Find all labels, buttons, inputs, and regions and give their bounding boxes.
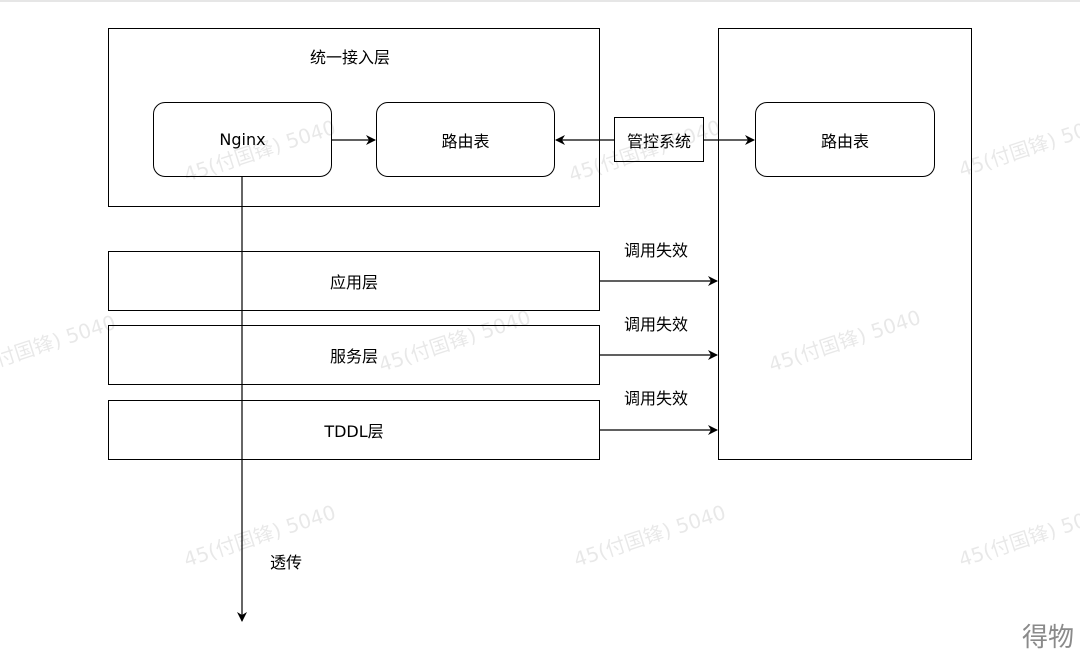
nginx-label: Nginx [219,130,266,149]
route-table-label-right: 路由表 [820,131,869,151]
tddl-layer-box: TDDL层 [108,400,600,460]
right-panel-box [718,28,972,460]
access-layer-title: 统一接入层 [310,48,391,67]
call-failure-label-3: 调用失效 [624,389,689,408]
application-layer-label: 应用层 [329,273,378,292]
service-layer-box: 服务层 [108,325,600,385]
top-border-line [0,0,1080,2]
service-layer-label: 服务层 [329,347,378,366]
control-system-node: 管控系统 [614,117,704,162]
control-system-label: 管控系统 [626,131,691,151]
route-table-node-left: 路由表 [376,102,555,177]
application-layer-box: 应用层 [108,251,600,311]
route-table-label-left: 路由表 [441,131,490,151]
tddl-layer-label: TDDL层 [324,422,384,441]
call-failure-label-1: 调用失效 [624,241,689,260]
brand-watermark: 得物 [1021,623,1074,653]
passthrough-label: 透传 [270,553,303,572]
call-failure-label-2: 调用失效 [624,315,689,334]
nginx-node: Nginx [153,102,332,177]
route-table-node-right: 路由表 [755,102,935,177]
